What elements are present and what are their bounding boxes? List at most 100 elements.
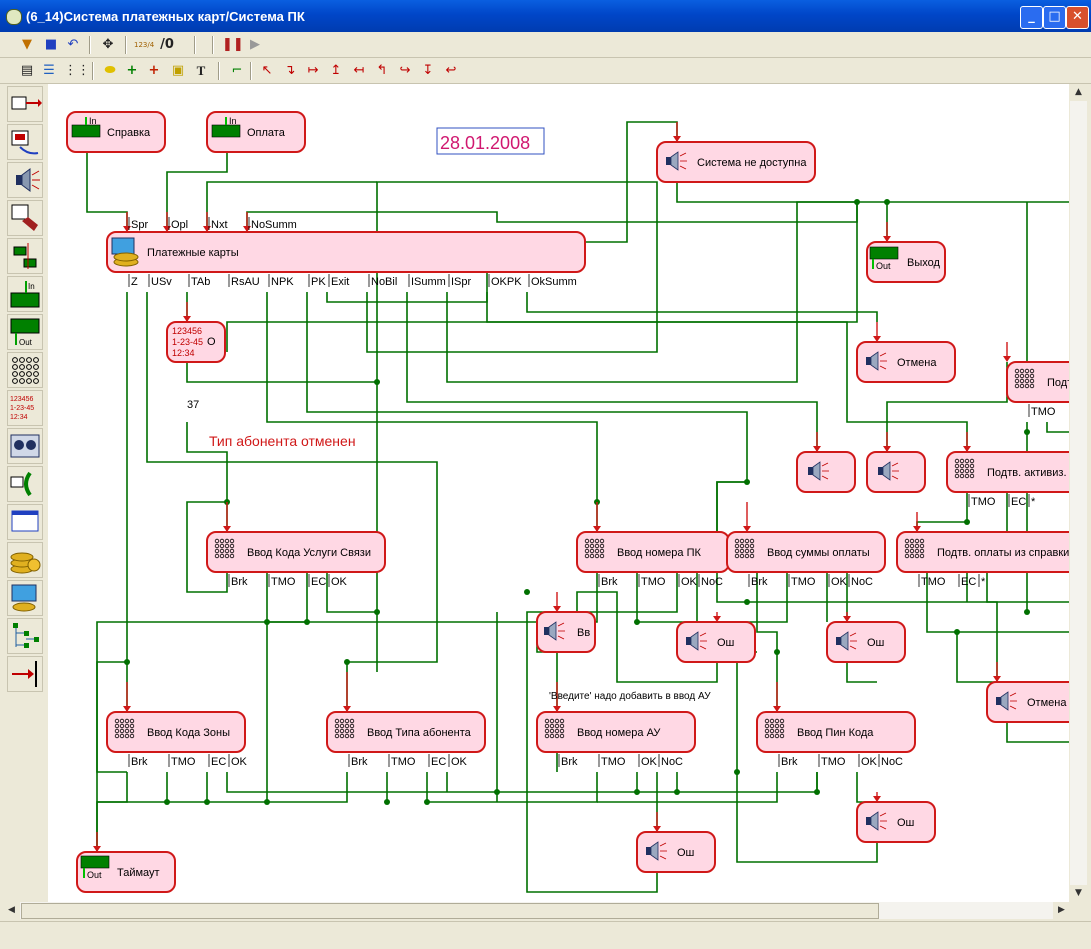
io-tool-icon[interactable]: [7, 238, 43, 274]
exit-tool-icon[interactable]: [7, 656, 43, 692]
keypad-icon: [904, 538, 925, 559]
keypad-tool-icon[interactable]: [7, 352, 43, 388]
save-icon[interactable]: ■: [44, 37, 58, 52]
maximize-button[interactable]: □: [1043, 6, 1066, 29]
arrow-nw-icon[interactable]: ↖: [261, 63, 273, 78]
tree-tool-icon[interactable]: [7, 618, 43, 654]
date-label: 28.01.2008: [440, 133, 530, 153]
title-bar[interactable]: (6_14)Система платежных карт/Система ПК …: [0, 0, 1091, 32]
coins-tool-icon[interactable]: [7, 542, 43, 578]
arrow-right-icon[interactable]: ↦: [307, 63, 319, 78]
keypad-key: [26, 364, 32, 370]
keypad-key: [904, 543, 910, 549]
keypad-key: [969, 458, 975, 464]
tape-tool-icon[interactable]: [7, 428, 43, 464]
keypad-key: [734, 538, 740, 544]
app-icon[interactable]: [6, 9, 22, 25]
arrow-right-box-icon[interactable]: ↪: [399, 63, 411, 78]
arrow-up-icon[interactable]: ↥: [330, 63, 342, 78]
junction-dot: [1024, 609, 1030, 615]
connection-wire: [926, 572, 1069, 633]
ellipse-box-icon[interactable]: ▣: [171, 63, 185, 78]
keypad-key: [1029, 383, 1035, 389]
scroll-thumb[interactable]: [21, 903, 879, 919]
connection-wire: [676, 182, 857, 203]
scroll-right-icon[interactable]: ▶: [1053, 902, 1070, 919]
toolbar-separator: [218, 62, 220, 80]
keypad-key: [26, 357, 32, 363]
speaker-body: [878, 467, 883, 475]
plus-green-icon[interactable]: +: [126, 63, 138, 78]
out-tool-icon[interactable]: Out: [7, 314, 43, 350]
scroll-left-icon[interactable]: ◀: [3, 902, 20, 919]
keypad-key: [589, 538, 595, 544]
in-block-icon: [211, 124, 241, 138]
move-icon[interactable]: ✥: [102, 37, 114, 52]
main-toolbar: ▼ ■ ↶ ✥ 123/4 /0 ❚❚ ▶: [0, 32, 1091, 58]
port-label: TMO: [791, 576, 816, 588]
in-tool-icon[interactable]: In: [7, 276, 43, 312]
keypad-key: [549, 733, 555, 739]
connection-wire: [576, 591, 718, 683]
arrow-return-icon[interactable]: ↩: [445, 63, 457, 78]
error-label-2: Ош: [867, 637, 885, 649]
arrow-left-icon[interactable]: ↤: [353, 63, 365, 78]
arrow-head: [883, 236, 891, 242]
horizontal-scrollbar[interactable]: ◀ ▶: [3, 902, 1070, 919]
keypad-key: [599, 538, 605, 544]
keypad-key: [114, 718, 120, 724]
scroll-up-icon[interactable]: ▲: [1070, 84, 1087, 101]
undo-icon[interactable]: ↶: [67, 37, 79, 52]
plus-red-icon[interactable]: +: [148, 63, 160, 78]
speaker-cone: [812, 461, 821, 481]
keypad-key: [594, 538, 600, 544]
minimize-button[interactable]: _: [1020, 6, 1043, 29]
text-icon[interactable]: T: [196, 63, 206, 78]
card-tool-icon[interactable]: [7, 580, 43, 616]
layers-icon[interactable]: ▤: [20, 63, 34, 78]
keypad-key: [1029, 368, 1035, 374]
keypad-key: [33, 371, 39, 377]
arrow-down-right-icon[interactable]: ↴: [284, 63, 296, 78]
arrow-head: [343, 706, 351, 712]
port-label: TMO: [171, 756, 196, 768]
play-icon[interactable]: ▶: [250, 37, 260, 52]
close-button[interactable]: ✕: [1066, 6, 1089, 29]
sound-line: [679, 165, 687, 170]
port-label: Opl: [171, 219, 188, 231]
entry-tool-icon[interactable]: [7, 86, 43, 122]
connection-wire: [166, 152, 228, 232]
arrow-down-icon[interactable]: ↧: [422, 63, 434, 78]
lines-icon[interactable]: ☰: [43, 63, 55, 78]
pause-icon[interactable]: ❚❚: [222, 37, 244, 52]
arrow-head: [843, 616, 851, 622]
hand-tool-icon[interactable]: [7, 200, 43, 236]
keypad-key: [769, 718, 775, 724]
record-tool-icon[interactable]: [7, 124, 43, 160]
note-add-enter-text: 'Введите' надо добавить в ввод АУ: [549, 690, 711, 702]
port-label: OK: [451, 756, 468, 768]
corner-icon[interactable]: ⌐: [231, 63, 243, 78]
keypad-icon: [1014, 368, 1035, 389]
oplata-label: Оплата: [247, 127, 286, 139]
counter-icon[interactable]: 123/4: [134, 41, 155, 49]
zero-icon[interactable]: /0: [160, 37, 174, 52]
scroll-down-icon[interactable]: ▼: [1070, 885, 1087, 902]
grid-icon[interactable]: ⋮⋮: [64, 63, 90, 78]
sound-line: [1009, 692, 1017, 697]
keypad-key: [589, 548, 595, 554]
amount-input-label: Ввод суммы оплаты: [767, 547, 870, 559]
keypad-key: [739, 548, 745, 554]
junction-dot: [854, 199, 860, 205]
keypad-key: [1024, 368, 1030, 374]
display-tool-icon[interactable]: [7, 504, 43, 540]
arrow-up-left-icon[interactable]: ↰: [376, 63, 388, 78]
ellipse-icon[interactable]: ⬬: [104, 63, 116, 78]
vertical-scrollbar[interactable]: ▲ ▼: [1070, 84, 1087, 902]
speaker-tool-icon[interactable]: [7, 162, 43, 198]
open-icon[interactable]: ▼: [22, 37, 32, 52]
arrow-head: [593, 526, 601, 532]
phone-tool-icon[interactable]: [7, 466, 43, 502]
